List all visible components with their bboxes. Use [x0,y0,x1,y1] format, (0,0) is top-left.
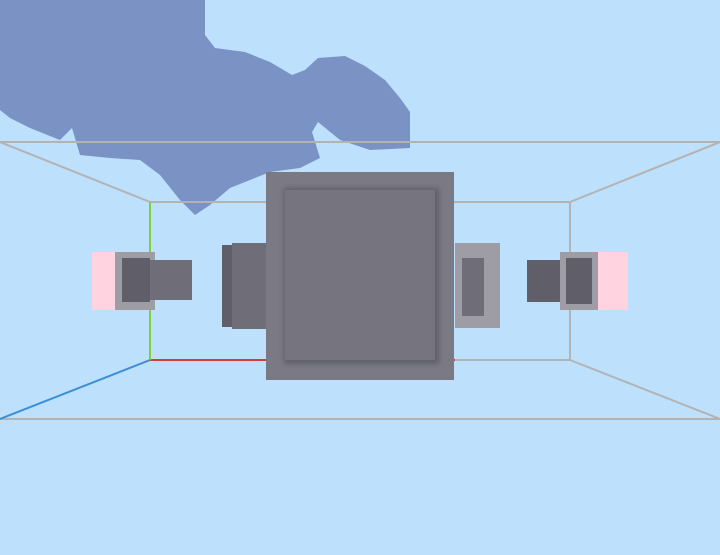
arm-left-icon [92,243,267,329]
z-axis-line [0,359,151,420]
wireframe-room [0,141,720,420]
arm-right-icon [455,243,628,328]
player-block-icon [266,172,454,380]
cloud-shape [0,0,410,215]
